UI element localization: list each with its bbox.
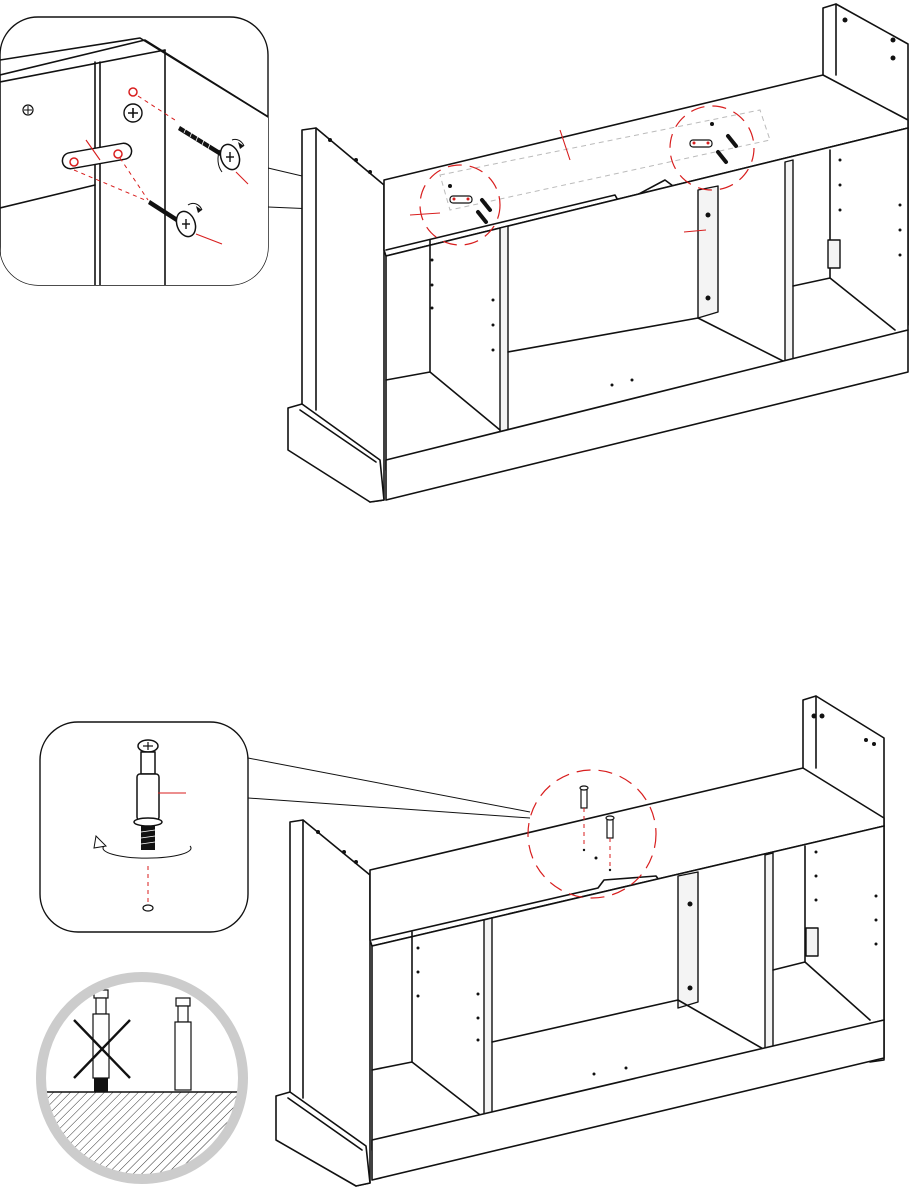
divider <box>500 226 508 432</box>
bolt-hole <box>143 905 153 911</box>
cabinet-lower <box>276 696 884 1186</box>
screw-head <box>124 104 142 122</box>
detail-callout-bracket <box>0 17 270 290</box>
step-upper <box>0 4 908 502</box>
screw-hole <box>23 105 33 115</box>
detail-callout-cam-bolt <box>40 722 248 932</box>
step-lower <box>40 696 884 1186</box>
divider <box>765 853 773 1052</box>
callout-leader-line <box>248 798 530 818</box>
cabinet-upper <box>288 4 908 502</box>
warning-do-not-overtighten <box>40 977 250 1182</box>
hinge <box>828 240 840 268</box>
callout-leader-line <box>248 758 530 812</box>
hinge <box>806 928 818 956</box>
divider <box>484 918 492 1120</box>
pilot-hole <box>129 88 137 96</box>
divider <box>785 160 793 362</box>
